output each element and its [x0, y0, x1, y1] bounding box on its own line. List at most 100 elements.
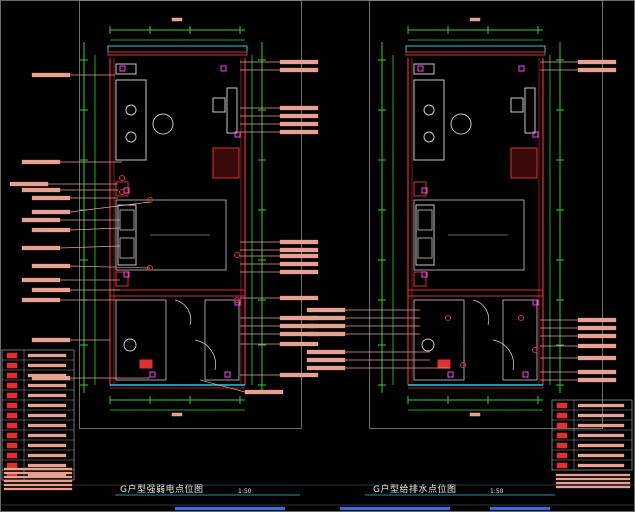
callout-plate [306, 331, 346, 337]
callout-plate [577, 355, 617, 361]
leader-line [69, 265, 151, 269]
floor-drain [139, 359, 153, 369]
legend-symbol [6, 392, 18, 399]
callout-plate [244, 389, 284, 395]
shelf [115, 63, 137, 75]
callout-plate [21, 277, 61, 283]
fixture-symbol [522, 371, 529, 378]
callout-plate [279, 269, 319, 275]
water-point [445, 315, 451, 321]
callout-plate [306, 365, 346, 371]
legend-text-plate [27, 433, 67, 438]
stool-top [423, 104, 435, 116]
fixture-symbol [149, 371, 156, 378]
callout-plate [577, 377, 617, 383]
callout-plate [279, 295, 319, 301]
callout-plate [577, 369, 617, 375]
legend-text-plate [27, 373, 67, 378]
fixture-symbol [532, 131, 539, 138]
shower [413, 299, 465, 381]
door-swing [174, 299, 192, 326]
tv-cabinet [510, 147, 538, 179]
legend-text-plate [577, 413, 625, 418]
cabinet [115, 79, 147, 161]
legend-symbol [556, 432, 568, 439]
callout-plate [21, 245, 61, 251]
legend-symbol [6, 352, 18, 359]
bed [413, 199, 525, 271]
legend-text-plate [577, 463, 625, 468]
pillow [119, 237, 135, 259]
legend-text-plate [27, 393, 67, 398]
legend-text-plate [577, 453, 625, 458]
callout-plate [279, 341, 319, 347]
water-point [532, 347, 538, 353]
legend-text-plate [27, 463, 67, 468]
legend-text-plate [27, 453, 67, 458]
callout-plate [9, 181, 49, 187]
bed-headboard [117, 204, 137, 266]
bed-headboard [415, 204, 435, 266]
callout-plate [577, 59, 617, 65]
legend-text-plate [27, 443, 67, 448]
sheet-subtitle-plate [489, 506, 551, 511]
callout-plate [31, 227, 71, 233]
floor-drain [437, 359, 451, 369]
nightstand-top [413, 181, 427, 197]
cabinet [413, 79, 445, 161]
nightstand-bottom [413, 271, 427, 287]
legend-symbol [6, 462, 18, 469]
note-plate [555, 477, 631, 481]
electric-point [119, 175, 125, 181]
chair [510, 97, 524, 113]
dim-value-top [469, 17, 481, 22]
callout-plate [306, 323, 346, 329]
callout-plate [21, 297, 61, 303]
callout-plate [577, 343, 617, 349]
legend-symbol [6, 422, 18, 429]
fixture-symbol [234, 131, 241, 138]
desk-side [226, 87, 238, 134]
callout-plate [31, 263, 71, 269]
legend-symbol [556, 422, 568, 429]
callout-plate [31, 287, 71, 293]
note-plate [3, 479, 73, 483]
legend-symbol [6, 442, 18, 449]
legend-table [551, 399, 633, 471]
callout-plate [279, 67, 319, 73]
callout-plate [577, 67, 617, 73]
top-wall [405, 51, 546, 56]
fixture-symbol [224, 371, 231, 378]
legend-text-plate [27, 363, 67, 368]
callout-plate [306, 307, 346, 313]
fixture-symbol [220, 65, 227, 72]
legend-text-plate [27, 353, 67, 358]
callout-plate [306, 349, 346, 355]
callout-plate [21, 217, 61, 223]
legend-symbol [6, 452, 18, 459]
callout-plate [279, 253, 319, 259]
callout-plate [279, 59, 319, 65]
drawing-scale-electrical: 1:50 [238, 488, 252, 495]
legend-symbol [556, 412, 568, 419]
tv-cabinet [212, 147, 240, 179]
top-glass [107, 45, 248, 53]
fixture-symbol [119, 65, 126, 72]
dim-value-bottom [469, 412, 481, 417]
callout-plate [306, 315, 346, 321]
note-plate [555, 485, 631, 489]
legend-symbol [556, 442, 568, 449]
fixture-symbol [417, 65, 424, 72]
pillow [119, 209, 135, 231]
callout-plate [31, 337, 71, 343]
drawing-title-electrical: G户型强弱电点位图 [120, 485, 204, 495]
fixture-symbol [123, 271, 130, 278]
callout-plate [279, 247, 319, 253]
callout-plate [279, 105, 319, 111]
legend-symbol [6, 372, 18, 379]
chair [212, 97, 226, 113]
drawing-scale-plumbing: 1:50 [490, 488, 504, 495]
electric-point [234, 297, 240, 303]
electric-point [147, 197, 153, 203]
